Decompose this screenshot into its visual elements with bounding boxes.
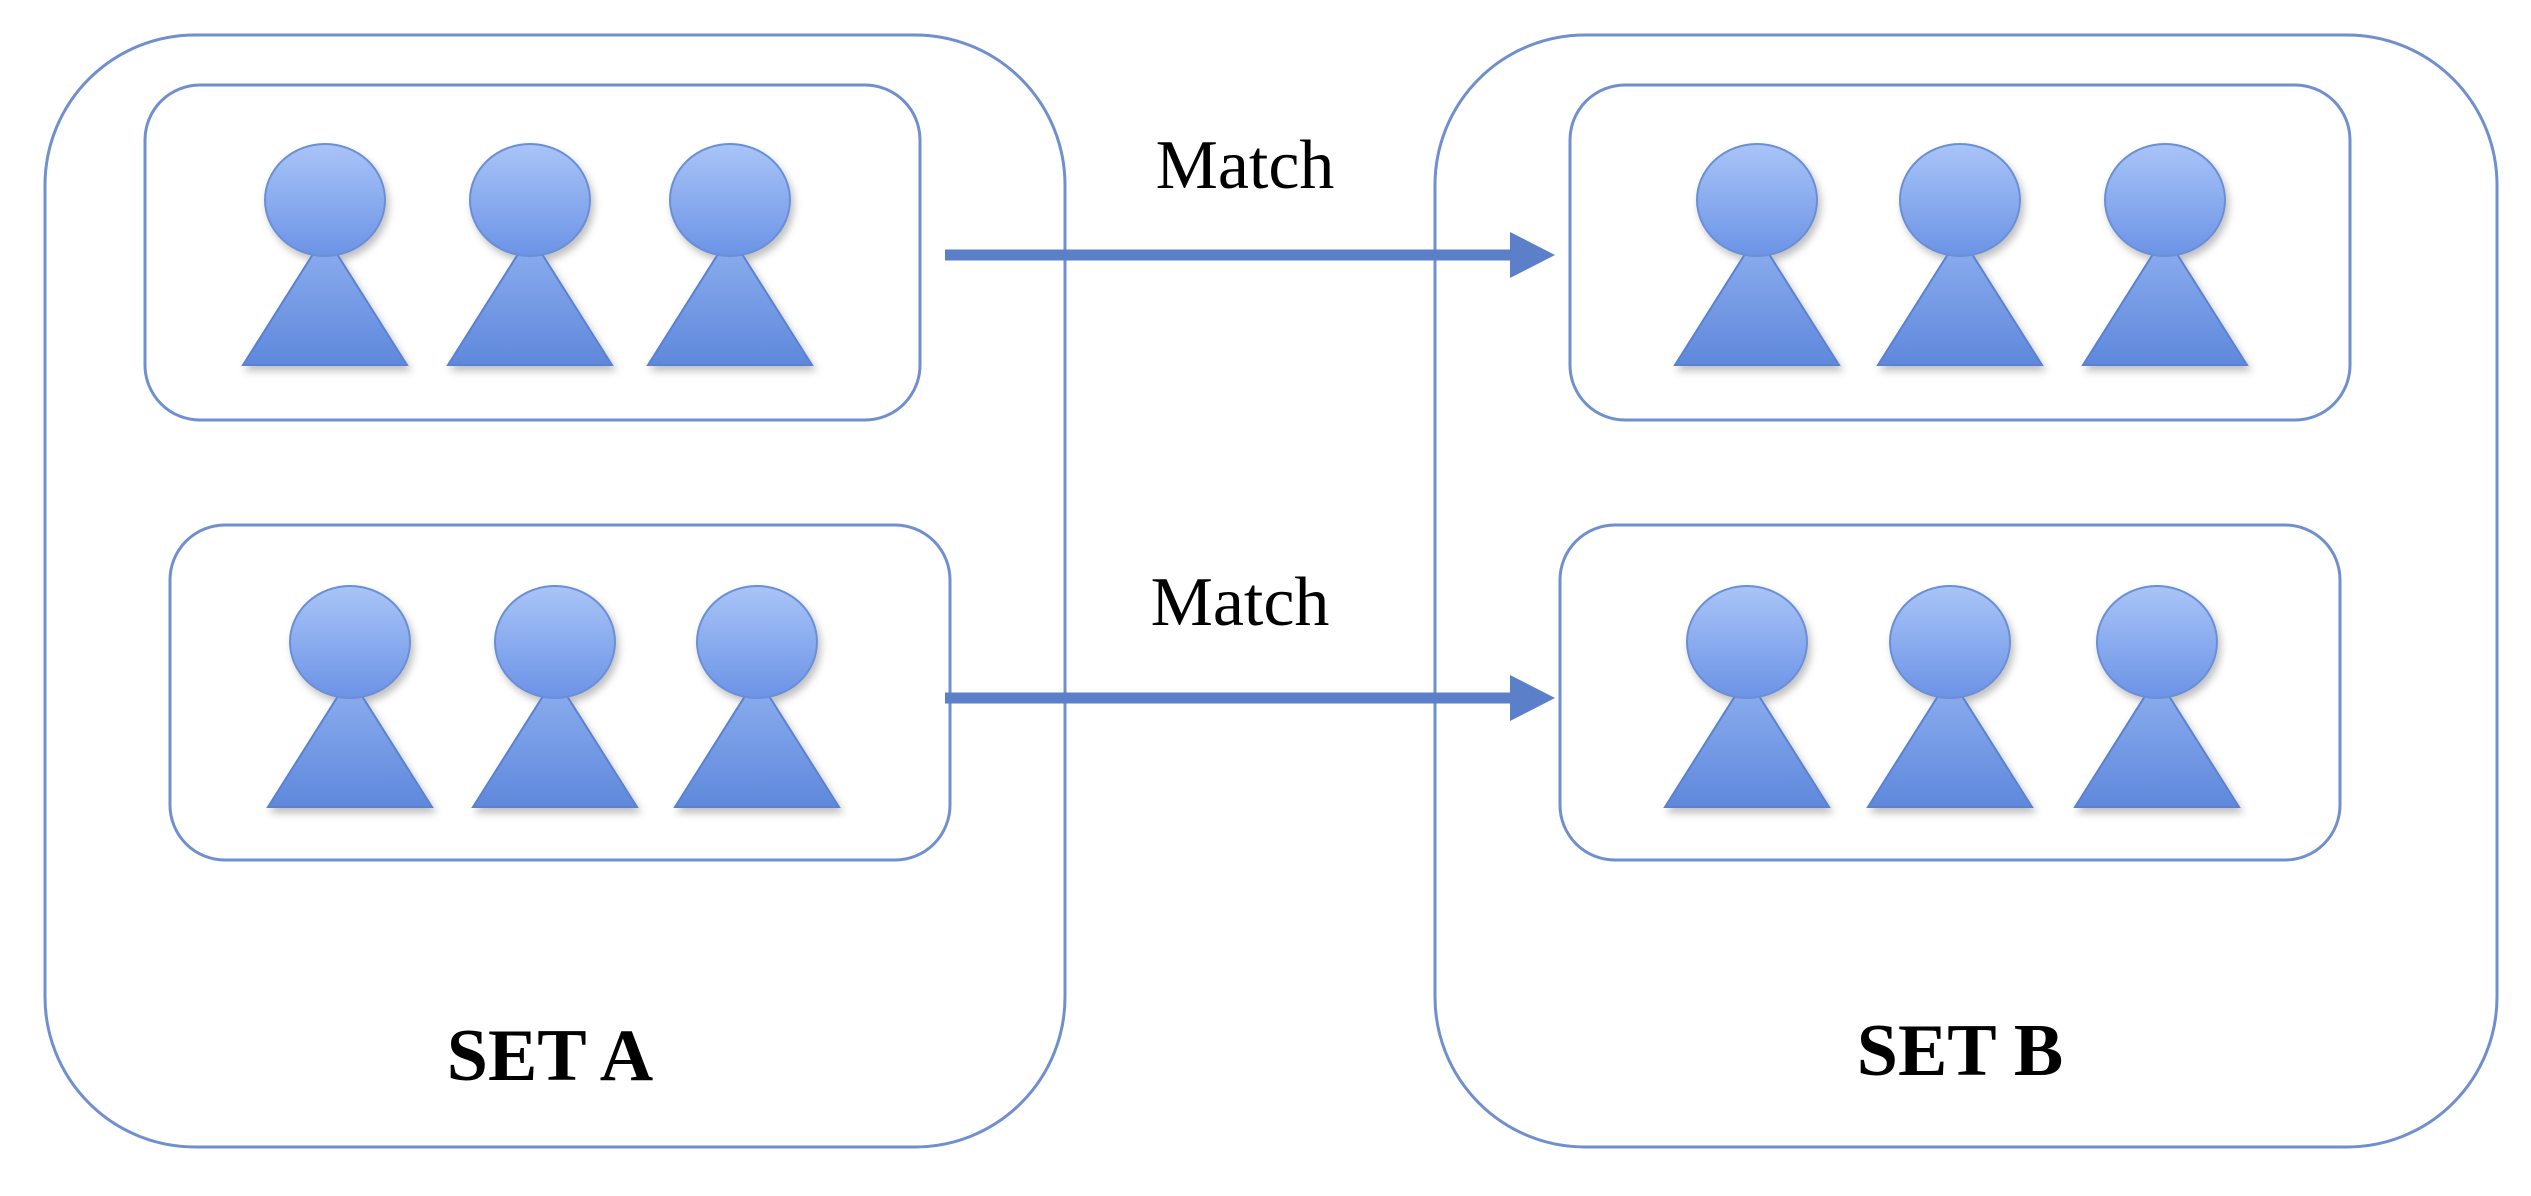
person-head	[1696, 143, 1818, 257]
set-a-container	[43, 33, 1067, 1149]
person-icon	[1673, 143, 1841, 366]
person-head	[494, 585, 616, 699]
person-head	[264, 143, 386, 257]
person-body	[446, 233, 614, 366]
person-body	[1876, 233, 2044, 366]
match-label: Match	[1156, 127, 1335, 204]
match-arrow-2: Match	[945, 564, 1555, 721]
person-body	[241, 233, 409, 366]
person-icon	[1866, 585, 2034, 808]
set-b-label: SET B	[1857, 1010, 2063, 1092]
person-body	[266, 675, 434, 808]
match-arrow-1: Match	[945, 127, 1555, 278]
person-icon	[266, 585, 434, 808]
set-a-group-2	[168, 523, 952, 862]
person-icon	[2073, 585, 2241, 808]
people-row	[241, 143, 814, 366]
set-a-group-1	[143, 83, 922, 422]
person-head	[1889, 585, 2011, 699]
person-icon	[471, 585, 639, 808]
arrow-head-icon	[1510, 232, 1555, 278]
person-body	[2073, 675, 2241, 808]
person-body	[471, 675, 639, 808]
person-body	[2081, 233, 2249, 366]
person-icon	[2081, 143, 2249, 366]
people-row	[1673, 143, 2249, 366]
person-head	[1686, 585, 1808, 699]
set-a: SET A	[43, 33, 1067, 1149]
person-head	[2104, 143, 2226, 257]
match-label: Match	[1151, 564, 1330, 641]
set-b-group-2	[1558, 523, 2342, 862]
person-body	[646, 233, 814, 366]
person-body	[1663, 675, 1831, 808]
person-head	[696, 585, 818, 699]
person-icon	[241, 143, 409, 366]
set-b-container	[1433, 33, 2499, 1149]
person-icon	[1876, 143, 2044, 366]
person-head	[469, 143, 591, 257]
person-head	[289, 585, 411, 699]
person-icon	[1663, 585, 1831, 808]
people-row	[266, 585, 841, 808]
person-body	[673, 675, 841, 808]
set-a-label: SET A	[447, 1015, 653, 1097]
people-row	[1663, 585, 2241, 808]
person-head	[2096, 585, 2218, 699]
person-body	[1866, 675, 2034, 808]
arrow-head-icon	[1510, 675, 1555, 721]
person-head	[1899, 143, 2021, 257]
person-head	[669, 143, 791, 257]
set-b-group-1	[1568, 83, 2352, 422]
person-body	[1673, 233, 1841, 366]
set-b: SET B	[1433, 33, 2499, 1149]
person-icon	[673, 585, 841, 808]
person-icon	[446, 143, 614, 366]
person-icon	[646, 143, 814, 366]
